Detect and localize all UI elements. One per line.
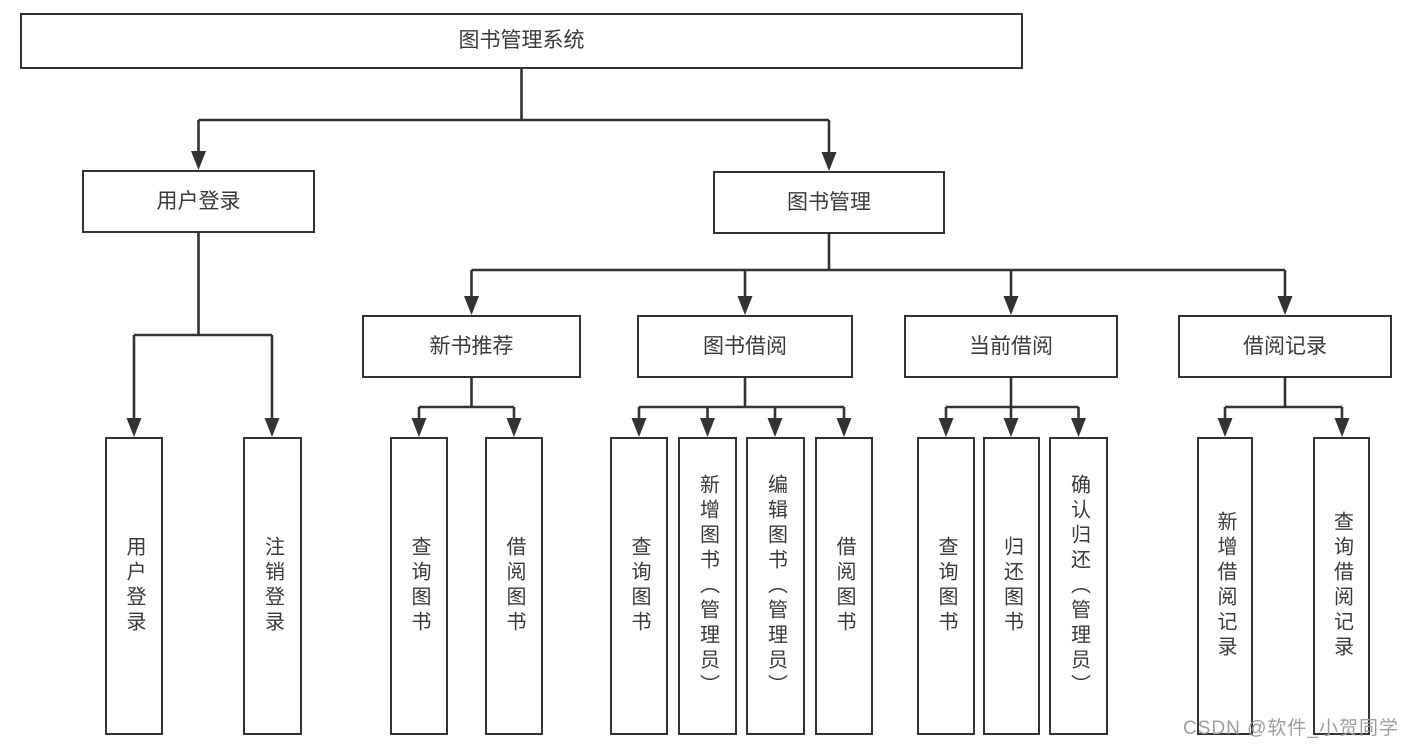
leaf-query-books-recommend: 查询图书 (390, 437, 448, 735)
leaf-confirm-return-admin: 确认归还（管理员） (1049, 437, 1108, 735)
leaf-query-books-borrow: 查询图书 (610, 437, 668, 735)
node-current-borrow: 当前借阅 (904, 315, 1118, 378)
node-new-book-recommend: 新书推荐 (362, 315, 581, 378)
leaf-logout: 注销登录 (243, 437, 302, 735)
node-book-management: 图书管理 (713, 171, 945, 234)
node-user-login: 用户登录 (82, 170, 315, 233)
leaf-add-book-admin: 新增图书（管理员） (678, 437, 737, 735)
leaf-borrow-books-recommend: 借阅图书 (485, 437, 543, 735)
node-book-borrow: 图书借阅 (637, 315, 853, 378)
leaf-return-book: 归还图书 (983, 437, 1040, 735)
leaf-borrow-books: 借阅图书 (815, 437, 873, 735)
leaf-query-books-current: 查询图书 (917, 437, 975, 735)
csdn-watermark: CSDN @软件_小贺同学 (1183, 718, 1399, 739)
node-borrow-records: 借阅记录 (1178, 315, 1392, 378)
leaf-edit-book-admin: 编辑图书（管理员） (746, 437, 805, 735)
leaf-query-borrow-record: 查询借阅记录 (1313, 437, 1370, 735)
node-root-library-system: 图书管理系统 (20, 13, 1023, 69)
leaf-user-login: 用户登录 (105, 437, 163, 735)
leaf-add-borrow-record: 新增借阅记录 (1197, 437, 1253, 735)
